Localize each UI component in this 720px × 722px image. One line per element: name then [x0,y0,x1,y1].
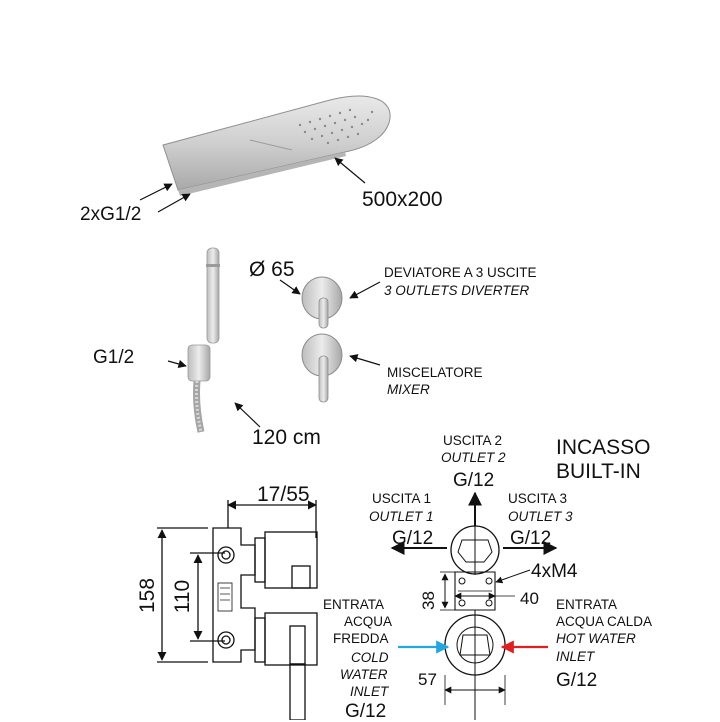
dim-horizontal-label: 40 [520,589,539,608]
shower-head-size-label: 500x200 [362,188,443,211]
hand-shower-drawing [167,247,261,433]
outlet3-size-label: G/12 [510,528,552,549]
side-height-total-label: 158 [136,577,160,614]
outlet3-label-en: OUTLET 3 [508,509,573,524]
shower-head-connection-label: 2xG1/2 [80,204,142,225]
outlet2-label-en: OUTLET 2 [441,450,506,465]
side-view-drawing [157,500,318,720]
dim-vertical-label: 38 [418,591,438,610]
controls-drawing [279,276,381,403]
screws-label: 4xM4 [531,561,578,582]
mixer-label-en: MIXER [387,382,430,397]
side-depth-label: 17/55 [257,483,310,506]
hot-inlet-label-en-2: INLET [556,649,595,664]
diverter-label-en: 3 OUTLETS DIVERTER [384,283,530,298]
side-height-inner-label: 110 [171,579,195,614]
hot-inlet-label-1: ENTRATA [556,597,618,612]
cold-inlet-size-label: G/12 [345,701,387,722]
cold-inlet-label-1: ENTRATA [323,597,385,612]
hose-length-label: 120 cm [252,426,321,449]
hot-inlet-size-label: G/12 [556,670,598,691]
built-in-drawing [390,491,558,720]
diameter-label: Ø 65 [249,258,295,281]
outlet1-label-en: OUTLET 1 [369,509,434,524]
cold-inlet-label-en-3: INLET [350,684,389,699]
hot-inlet-label-en-1: HOT WATER [556,631,636,646]
diverter-label-it: DEVIATORE A 3 USCITE [384,265,537,280]
outlet1-size-label: G/12 [392,528,434,549]
cold-inlet-label-3: FREDDA [333,631,389,646]
cold-inlet-label-en-1: COLD [351,650,389,665]
dim-bottom-label: 57 [418,670,437,689]
outlet3-label-it: USCITA 3 [508,491,568,506]
built-in-title-en: BUILT-IN [556,460,641,483]
outlet2-size-label: G/12 [453,470,495,491]
outlet2-label-it: USCITA 2 [443,433,503,448]
outlet1-label-it: USCITA 1 [372,491,432,506]
cold-inlet-label-en-2: WATER [340,667,388,682]
hot-inlet-label-2: ACQUA CALDA [556,614,653,629]
built-in-title-it: INCASSO [556,436,651,459]
cold-inlet-label-2: ACQUA [344,614,393,629]
shower-head-drawing [139,95,391,213]
mixer-label-it: MISCELATORE [387,365,483,380]
hand-shower-connection-label: G1/2 [93,347,135,368]
